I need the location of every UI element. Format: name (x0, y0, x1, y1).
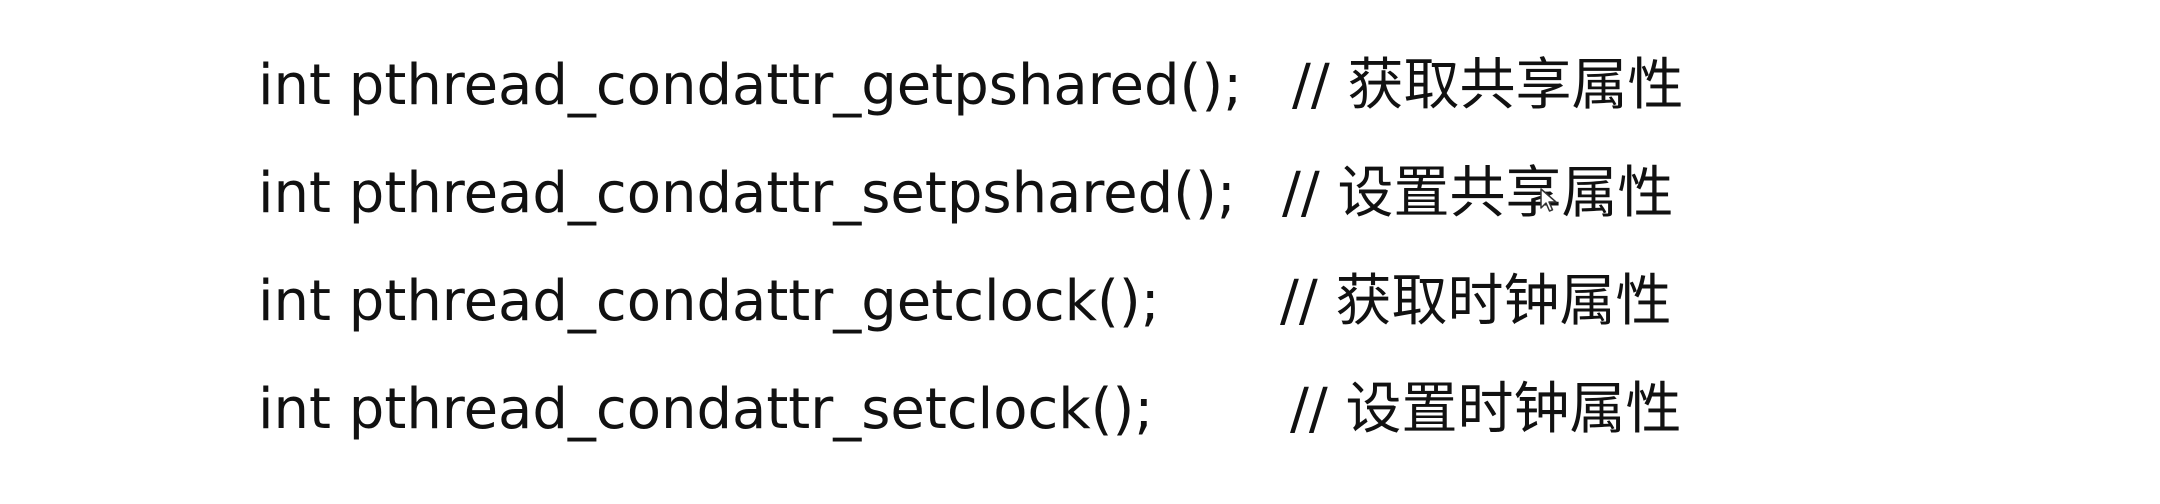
mouse-pointer-icon (1540, 188, 1557, 212)
function-declaration: int pthread_condattr_setpshared(); (258, 161, 1236, 226)
function-comment: // 设置时钟属性 (1290, 377, 1682, 442)
code-line-setpshared: int pthread_condattr_setpshared(); // 设置… (258, 154, 2118, 234)
function-declaration: int pthread_condattr_setclock(); (258, 377, 1154, 442)
function-comment: // 获取共享属性 (1292, 53, 1684, 118)
function-declaration: int pthread_condattr_getclock(); (258, 269, 1160, 334)
function-comment: // 设置共享属性 (1282, 161, 1674, 226)
function-comment: // 获取时钟属性 (1280, 269, 1672, 334)
code-line-getclock: int pthread_condattr_getclock(); // 获取时钟… (258, 262, 2118, 342)
code-line-getpshared: int pthread_condattr_getpshared(); // 获取… (258, 46, 2118, 126)
function-declaration: int pthread_condattr_getpshared(); (258, 53, 1243, 118)
code-line-setclock: int pthread_condattr_setclock(); // 设置时钟… (258, 370, 2118, 450)
